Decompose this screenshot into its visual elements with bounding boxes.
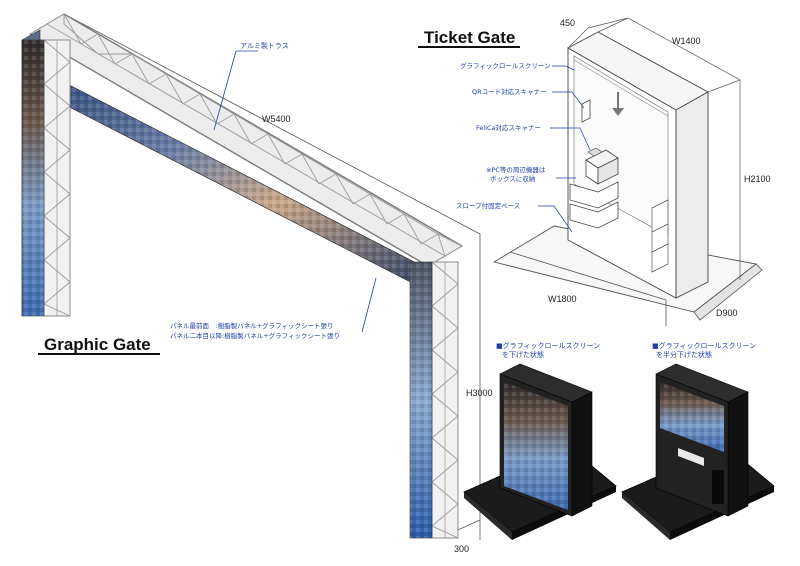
variant-screen-down: ■グラフィックロールスクリーン を下げた状態	[463, 341, 617, 540]
ticket-booth-body	[567, 31, 709, 299]
beam-graphic-panel	[39, 69, 431, 293]
base-depth-label: D900	[716, 308, 738, 318]
booth-width-label: W1400	[672, 36, 701, 46]
gate-height-label: H3000	[466, 388, 493, 398]
booth-top-depth-label: 450	[560, 18, 575, 28]
aluminium-truss-beam	[29, 13, 463, 267]
caption-half-line1: ■グラフィックロールスクリーン	[652, 341, 756, 350]
ticket-gate: Ticket Gate	[418, 17, 771, 326]
callout-pc-box-line1: ※PC等の周辺機器は	[486, 165, 546, 174]
graphic-gate: アルミ製トラス W5400 H3000 300 パネル最前面 :樹脂製パネル+グ…	[21, 13, 493, 554]
callout-roll-screen: グラフィックロールスクリーン	[460, 61, 551, 70]
booth-height-label: H2100	[744, 174, 771, 184]
ticket-gate-title: Ticket Gate	[424, 28, 515, 47]
panel-note-leader	[361, 277, 377, 333]
right-graphic-pillar	[409, 261, 433, 539]
truss-note: アルミ製トラス	[240, 41, 289, 50]
graphic-gate-title: Graphic Gate	[44, 335, 151, 354]
right-pillar-truss	[431, 261, 459, 539]
booth-top-depth-line	[567, 27, 589, 49]
gate-width-label: W5400	[262, 114, 291, 124]
callout-felica-scanner: FeliCa対応スキャナー	[476, 123, 541, 132]
qr-scanner	[581, 99, 591, 123]
callout-slope-base: スロープ付固定ベース	[456, 201, 520, 210]
caption-down-line1: ■グラフィックロールスクリーン	[496, 341, 600, 350]
pc-peripheral-boxes	[569, 147, 619, 229]
caption-down-line2: を下げた状態	[502, 350, 544, 359]
caption-half-line2: を半分下げた状態	[656, 350, 712, 359]
callout-pc-box-line2: ボックスに収納	[490, 174, 535, 183]
gate-depth-label: 300	[454, 544, 469, 554]
booth-width-dimension-line	[597, 17, 741, 93]
panel-note-front: パネル最前面 :樹脂製パネル+グラフィックシート張り	[170, 321, 334, 330]
truss-note-leader	[213, 50, 237, 131]
base-width-label: W1800	[548, 294, 577, 304]
ticket-callout-leaders	[538, 65, 591, 233]
gate-width-dimension-line	[63, 13, 481, 520]
left-graphic-pillar	[21, 29, 45, 317]
callout-qr-scanner: QRコード対応スキャナー	[472, 87, 547, 96]
left-pillar-truss	[43, 39, 71, 317]
variant-screen-half: ■グラフィックロールスクリーン を半分下げた状態	[621, 341, 775, 540]
felica-scanner	[587, 147, 603, 157]
panel-note-rest: パネル二本目以降:樹脂製パネル+グラフィックシート張り	[170, 331, 340, 340]
